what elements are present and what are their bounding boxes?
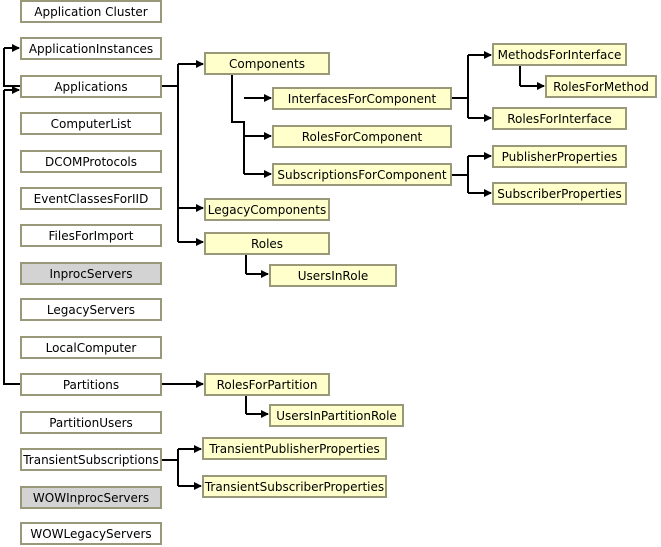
node-label: InterfacesForComponent	[287, 91, 437, 106]
node-roles-for-partition: RolesForPartition	[204, 373, 330, 396]
node-subscriber-properties: SubscriberProperties	[492, 182, 627, 205]
connector-partitions-trunk	[3, 90, 20, 385]
node-label: LegacyServers	[46, 302, 136, 317]
connector-components-vertical	[231, 74, 245, 174]
node-transient-subscriber-properties: TransientSubscriberProperties	[202, 475, 387, 498]
node-label: Partitions	[62, 377, 120, 392]
node-files-for-import: FilesForImport	[20, 224, 162, 247]
node-label: Components	[229, 56, 305, 71]
node-label: RolesForMethod	[553, 79, 649, 94]
node-label: EventClassesForIID	[33, 191, 149, 206]
node-label: UsersInPartitionRole	[276, 408, 397, 423]
node-label: PartitionUsers	[49, 415, 133, 430]
node-label: ApplicationInstances	[28, 41, 154, 56]
node-application-cluster: Application Cluster	[20, 0, 162, 23]
node-legacy-components: LegacyComponents	[204, 198, 330, 221]
node-label: MethodsForInterface	[497, 47, 622, 62]
node-transient-subscriptions: TransientSubscriptions	[20, 448, 162, 471]
node-computer-list: ComputerList	[20, 112, 162, 135]
node-label: PublisherProperties	[501, 149, 618, 164]
node-inproc-servers: InprocServers	[20, 262, 162, 285]
node-label: FilesForImport	[48, 228, 134, 243]
node-roles-for-component: RolesForComponent	[272, 125, 452, 148]
node-label: RolesForComponent	[301, 129, 423, 144]
node-label: Roles	[250, 236, 284, 251]
node-roles-for-method: RolesForMethod	[545, 75, 657, 98]
node-partition-users: PartitionUsers	[20, 411, 162, 434]
node-users-in-role: UsersInRole	[269, 264, 397, 287]
node-roles-for-interface: RolesForInterface	[492, 107, 627, 130]
node-label: ComputerList	[50, 116, 132, 131]
node-users-in-partition-role: UsersInPartitionRole	[269, 404, 404, 427]
node-label: LegacyComponents	[207, 202, 327, 217]
node-label: SubscriptionsForComponent	[277, 167, 447, 182]
node-label: Application Cluster	[34, 4, 148, 19]
node-label: TransientPublisherProperties	[209, 441, 380, 456]
node-methods-for-interface: MethodsForInterface	[492, 43, 627, 66]
node-label: SubscriberProperties	[497, 186, 622, 201]
node-interfaces-for-component: InterfacesForComponent	[272, 87, 452, 110]
node-applications: Applications	[20, 75, 162, 98]
node-label: DCOMProtocols	[44, 154, 138, 169]
node-wow-legacy-servers: WOWLegacyServers	[20, 522, 162, 545]
node-label: WOWLegacyServers	[30, 526, 152, 541]
connector-applications-trunk	[3, 48, 20, 87]
node-label: RolesForInterface	[507, 111, 612, 126]
node-label: TransientSubscriberProperties	[204, 479, 385, 494]
node-subscriptions-for-component: SubscriptionsForComponent	[272, 163, 452, 186]
node-partitions: Partitions	[20, 373, 162, 396]
node-wow-inproc-servers: WOWInprocServers	[20, 486, 162, 509]
node-roles: Roles	[204, 232, 330, 255]
node-label: RolesForPartition	[216, 377, 318, 392]
node-label: TransientSubscriptions	[23, 452, 159, 467]
node-label: Applications	[54, 79, 128, 94]
node-publisher-properties: PublisherProperties	[492, 145, 627, 168]
node-label: LocalComputer	[45, 340, 137, 355]
node-dcom-protocols: DCOMProtocols	[20, 150, 162, 173]
node-application-instances: ApplicationInstances	[20, 37, 162, 60]
node-transient-publisher-properties: TransientPublisherProperties	[202, 437, 387, 460]
node-label: WOWInprocServers	[32, 490, 150, 505]
node-label: InprocServers	[49, 266, 133, 281]
node-local-computer: LocalComputer	[20, 336, 162, 359]
node-event-classes-for-iid: EventClassesForIID	[20, 187, 162, 210]
node-label: UsersInRole	[297, 268, 369, 283]
node-components: Components	[204, 52, 330, 75]
node-legacy-servers: LegacyServers	[20, 298, 162, 321]
